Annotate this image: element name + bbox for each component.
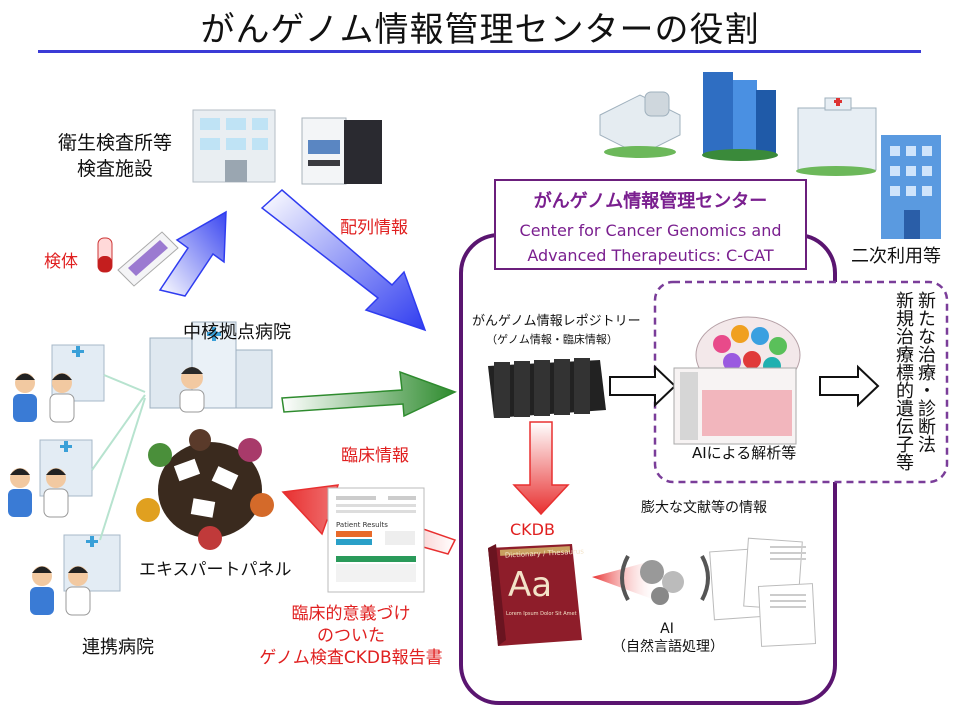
center-name-en-line1: Center for Cancer Genomics and xyxy=(519,221,782,240)
office-tower-icon xyxy=(702,72,778,161)
specimen-label: 検体 xyxy=(44,252,78,272)
analysis-screen-icon xyxy=(673,367,797,445)
repository-label: がんゲノム情報レポジトリー （ゲノム情報・臨床情報） xyxy=(472,313,641,349)
center-name-en: Center for Cancer Genomics and Advanced … xyxy=(496,218,805,268)
report-label-line3: ゲノム検査CKDB報告書 xyxy=(259,648,443,668)
new-targets-label: 新規治療標的遺伝子等 xyxy=(893,291,914,471)
new-treatment-label: 新たな治療・診断法 xyxy=(915,291,936,453)
repository-to-ckdb-arrow xyxy=(512,421,570,516)
ai-nlp-label: AI （自然言語処理） xyxy=(612,620,724,656)
partner-hospital-1-icon xyxy=(13,344,105,423)
clinical-info-label: 臨床情報 xyxy=(341,446,409,466)
hospital-building-icon xyxy=(796,97,877,176)
report-label: 臨床的意義づけ のついた ゲノム検査CKDB報告書 xyxy=(236,603,466,669)
ckdb-report-document: Patient Results xyxy=(327,487,425,593)
ai-analysis-label: AIによる解析等 xyxy=(692,444,797,462)
repository-label-line2: （ゲノム情報・臨床情報） xyxy=(486,333,618,346)
dna-sequencer-icon xyxy=(301,117,382,185)
expert-panel-meeting-icon xyxy=(136,429,274,550)
partner-hospital-3-icon xyxy=(30,534,121,616)
page-title: がんゲノム情報管理センターの役割 xyxy=(200,10,760,50)
ai-to-result-arrow xyxy=(819,364,880,408)
doctor-icon xyxy=(179,367,205,413)
dictionary-letters: Aa xyxy=(508,565,552,605)
sequence-info-label: 配列情報 xyxy=(340,218,408,238)
ai-label: AI xyxy=(660,621,674,637)
specimen-upward-arrow xyxy=(158,210,227,297)
literature-documents-icon xyxy=(709,537,817,647)
partner-hospital-label: 連携病院 xyxy=(82,637,154,658)
repository-to-ai-arrow xyxy=(609,364,677,408)
inspection-facility-label: 衛生検査所等 検査施設 xyxy=(50,130,180,182)
government-building-icon xyxy=(881,135,941,239)
title-underline xyxy=(38,50,921,53)
ccat-name-box: がんゲノム情報管理センター Center for Cancer Genomics… xyxy=(494,179,807,270)
ckdb-label: CKDB xyxy=(510,520,555,539)
secondary-use-label: 二次利用等 xyxy=(851,246,941,267)
report-heading: Patient Results xyxy=(336,521,388,529)
data-center-building-icon xyxy=(599,91,681,158)
dictionary-subtitle: Lorem Ipsum Dolor Sit Amet xyxy=(506,611,577,617)
genome-repository-server-icon xyxy=(488,358,606,418)
sequence-info-arrow xyxy=(260,189,427,332)
inspection-facility-building-icon xyxy=(192,109,276,183)
repository-label-line1: がんゲノム情報レポジトリー xyxy=(472,314,641,329)
specimen-plate-icon xyxy=(117,231,179,287)
expert-panel-label: エキスパートパネル xyxy=(139,560,292,580)
inspection-facility-line2: 検査施設 xyxy=(76,158,153,180)
specimen-tube-icon xyxy=(97,237,113,273)
report-label-line1: 臨床的意義づけ xyxy=(291,604,411,624)
nlp-gears-icon xyxy=(620,555,710,605)
nlp-label: （自然言語処理） xyxy=(612,639,724,655)
center-name-jp: がんゲノム情報管理センター xyxy=(533,191,768,212)
core-hospital-label: 中核拠点病院 xyxy=(183,322,291,343)
partner-hospital-2-icon xyxy=(8,439,93,518)
ckdb-dictionary-book-icon: Dictionary / Thesaurus Aa Lorem Ipsum Do… xyxy=(488,544,584,646)
center-name-en-line2: Advanced Therapeutics: C-CAT xyxy=(527,246,774,265)
inspection-facility-line1: 衛生検査所等 xyxy=(57,132,172,154)
report-label-line2: のついた xyxy=(317,626,385,646)
hospital-network-lines xyxy=(91,374,146,541)
literature-label: 膨大な文献等の情報 xyxy=(641,500,767,516)
clinical-info-arrow xyxy=(281,370,457,418)
